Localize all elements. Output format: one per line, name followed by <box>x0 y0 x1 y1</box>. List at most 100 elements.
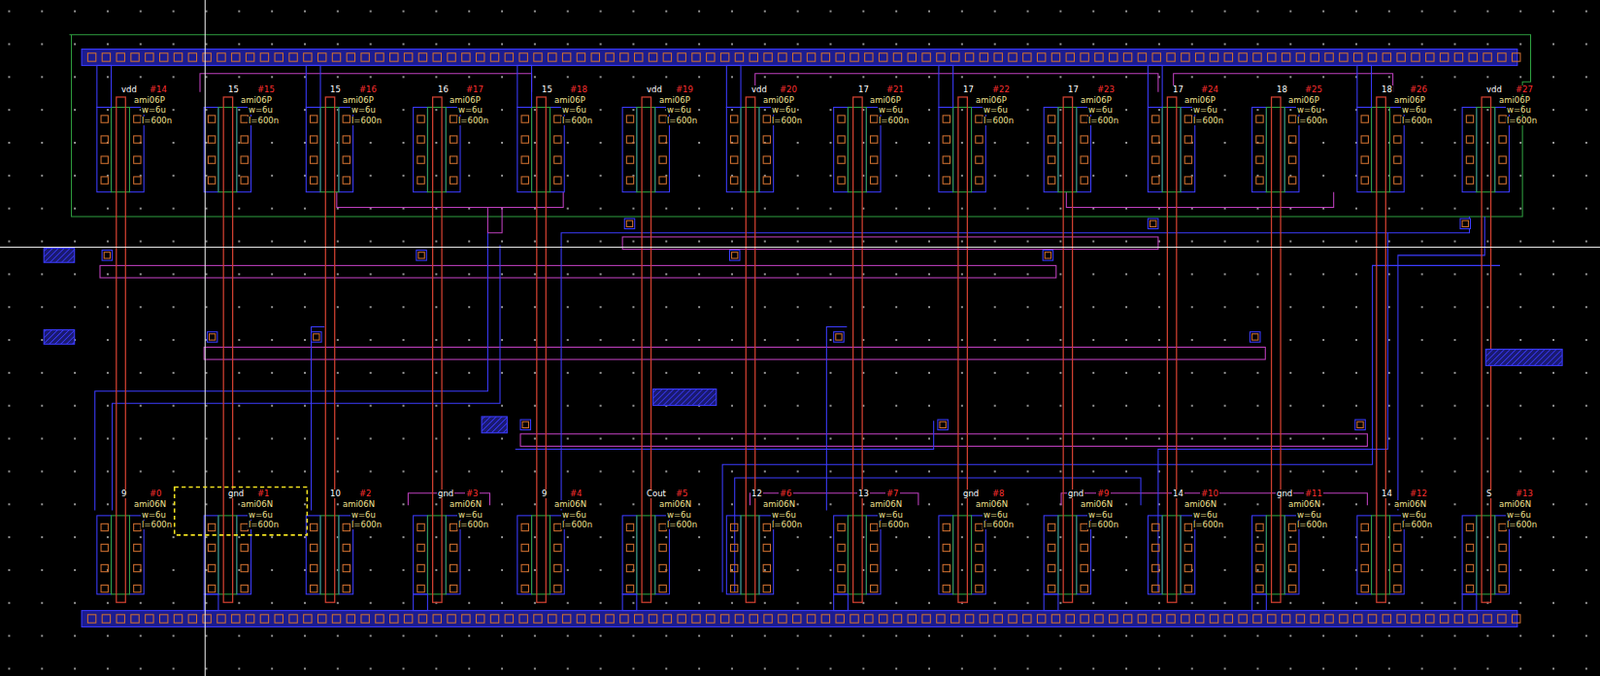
via-contact <box>1357 421 1364 428</box>
rail-contact <box>232 614 240 623</box>
rail-contact <box>332 614 340 623</box>
device-param: l=600n <box>1296 116 1329 126</box>
cursor-line <box>0 246 1600 248</box>
contact <box>1394 156 1401 164</box>
device-param: l=600n <box>1505 116 1538 126</box>
rail-contact <box>1080 53 1089 62</box>
net-name: vdd <box>750 85 768 95</box>
contact <box>342 156 350 164</box>
rail-contact <box>260 614 268 623</box>
contact <box>1499 584 1506 592</box>
rail-tap <box>305 65 321 107</box>
contact <box>417 135 425 143</box>
rail-contact <box>202 53 211 62</box>
contact <box>870 523 878 531</box>
contact <box>870 543 878 551</box>
device-param: l=600n <box>1400 116 1434 126</box>
rail-contact <box>1166 53 1175 62</box>
rail-contact <box>116 614 125 623</box>
selection-box <box>174 486 308 534</box>
via-contact <box>208 333 215 340</box>
poly-gate <box>116 97 126 602</box>
active-area <box>847 515 867 595</box>
device-param: w=6u <box>877 105 904 115</box>
contact <box>240 176 248 184</box>
via-box <box>1250 332 1262 343</box>
instance-number: #3 <box>465 489 480 499</box>
device-param: ami06N <box>1079 500 1114 509</box>
rail-contact <box>87 614 96 623</box>
rail-tap <box>833 594 849 611</box>
contact <box>450 135 458 143</box>
rail-contact <box>1123 53 1132 62</box>
device-param: w=6u <box>1296 510 1323 520</box>
diffusion-strip <box>1043 515 1059 595</box>
device-param: l=600n <box>770 116 803 126</box>
cursor-line <box>204 0 206 676</box>
instance-number: #10 <box>1200 489 1220 499</box>
contact <box>1361 564 1368 571</box>
device-param: w=6u <box>350 105 377 115</box>
contact <box>521 523 529 531</box>
diffusion-strip <box>1462 515 1477 595</box>
rail-contact <box>217 53 226 62</box>
net-name: 13 <box>857 489 870 499</box>
rail-contact <box>1137 53 1146 62</box>
device-param: ami06P <box>1287 96 1321 105</box>
contact <box>100 523 108 531</box>
active-area <box>1058 106 1077 192</box>
metal2-wire <box>100 265 1057 278</box>
net-name: gnd <box>1066 489 1085 499</box>
contact <box>133 115 141 123</box>
contact <box>1080 584 1088 592</box>
rail-contact <box>1325 53 1334 62</box>
contact <box>659 564 667 571</box>
device-param: ami06N <box>448 500 483 509</box>
contact <box>1466 176 1473 184</box>
contact <box>659 156 667 164</box>
rail-tap <box>203 594 219 611</box>
rail-contact <box>1152 614 1161 623</box>
contact <box>554 115 562 123</box>
rail-contact <box>145 53 154 62</box>
rail-contact <box>173 614 182 623</box>
rail-contact <box>245 53 254 62</box>
contact <box>1184 156 1192 164</box>
rail-contact <box>447 614 456 623</box>
rail-contact <box>403 53 412 62</box>
contact <box>1361 135 1368 143</box>
metal1-wire <box>1158 233 1388 593</box>
contact <box>1256 135 1264 143</box>
rail-contact <box>303 53 312 62</box>
contact <box>1256 564 1264 571</box>
contact <box>659 584 667 592</box>
net-name: 17 <box>962 85 975 95</box>
rail-contact <box>1296 53 1304 62</box>
active-area <box>532 106 551 192</box>
contact <box>342 543 350 551</box>
rail-contact <box>1512 614 1521 623</box>
rail-contact <box>519 53 528 62</box>
rail-contact <box>548 53 557 62</box>
contact <box>554 543 562 551</box>
device-param: l=600n <box>666 116 699 126</box>
rail-contact <box>101 614 110 623</box>
active-area <box>1162 515 1181 595</box>
device-param: w=6u <box>877 510 904 520</box>
device-param: l=600n <box>1192 520 1225 530</box>
contact <box>554 135 562 143</box>
rail-contact <box>734 53 743 62</box>
rail-contact <box>1023 53 1032 62</box>
rail-contact <box>620 614 629 623</box>
contact <box>626 523 634 531</box>
rail-contact <box>965 614 973 623</box>
contact <box>310 176 318 184</box>
power-rail <box>81 49 1518 67</box>
rail-tap <box>1462 594 1477 611</box>
rail-contact <box>1181 614 1190 623</box>
via-box <box>1147 218 1159 230</box>
contact <box>207 564 215 571</box>
device-param: ami06P <box>658 96 692 105</box>
device-param: ami06N <box>239 500 274 509</box>
device-param: ami06P <box>341 96 375 105</box>
